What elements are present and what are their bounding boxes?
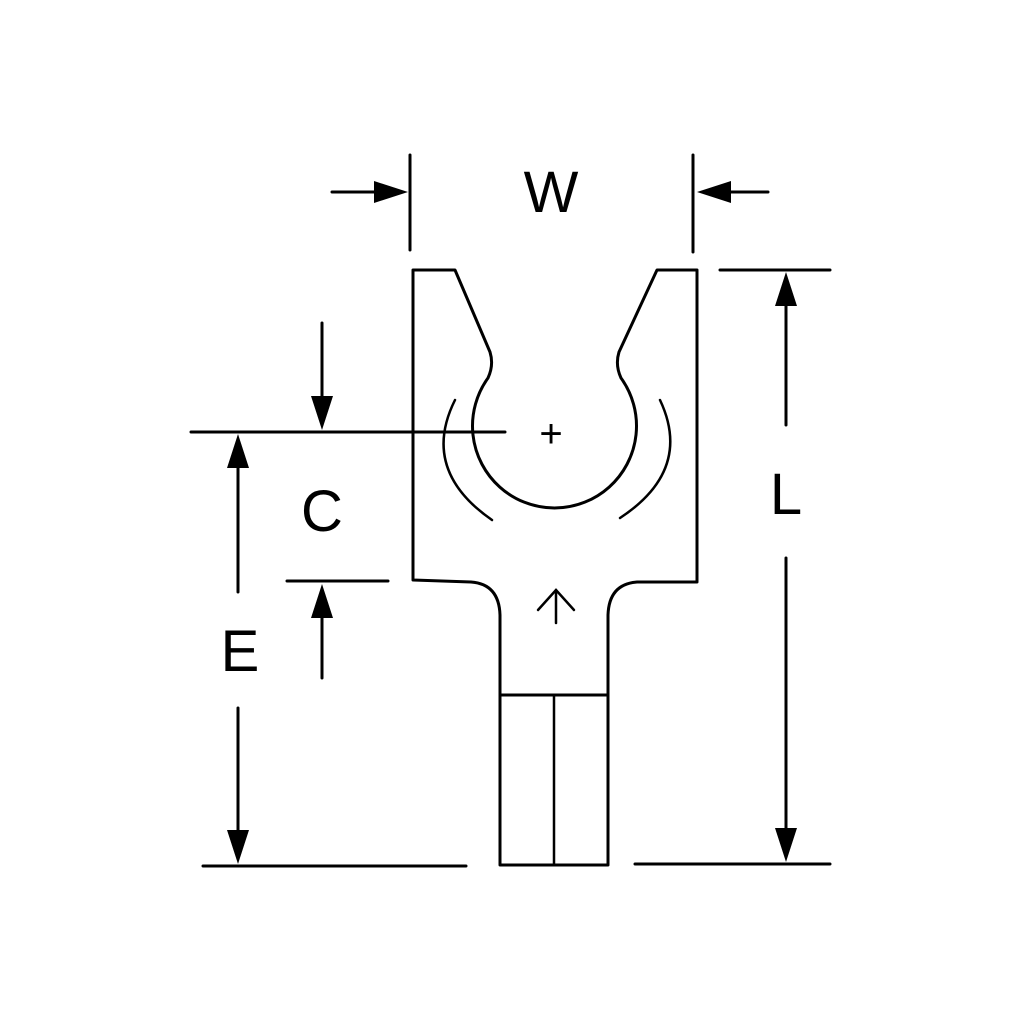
- e-arrow-top-head: [227, 434, 249, 468]
- l-arrow-bottom-head: [775, 828, 797, 862]
- terminal-body-outline: [411, 268, 699, 867]
- tongue-arrow-head: [536, 588, 576, 612]
- l-arrow-top-head: [775, 272, 797, 306]
- c-label: C: [301, 479, 343, 544]
- e-arrow-bottom-head: [227, 830, 249, 864]
- c-arrow-bottom-head: [311, 584, 333, 618]
- center-mark: +: [539, 412, 562, 456]
- w-arrow-left-head: [374, 181, 408, 203]
- l-label: L: [770, 462, 802, 527]
- w-label: W: [524, 160, 579, 225]
- left-spring-arc: [442, 398, 494, 522]
- w-arrow-right-head: [697, 181, 731, 203]
- c-arrow-top-head: [311, 396, 333, 430]
- e-label: E: [221, 619, 260, 684]
- right-spring-arc: [618, 398, 672, 520]
